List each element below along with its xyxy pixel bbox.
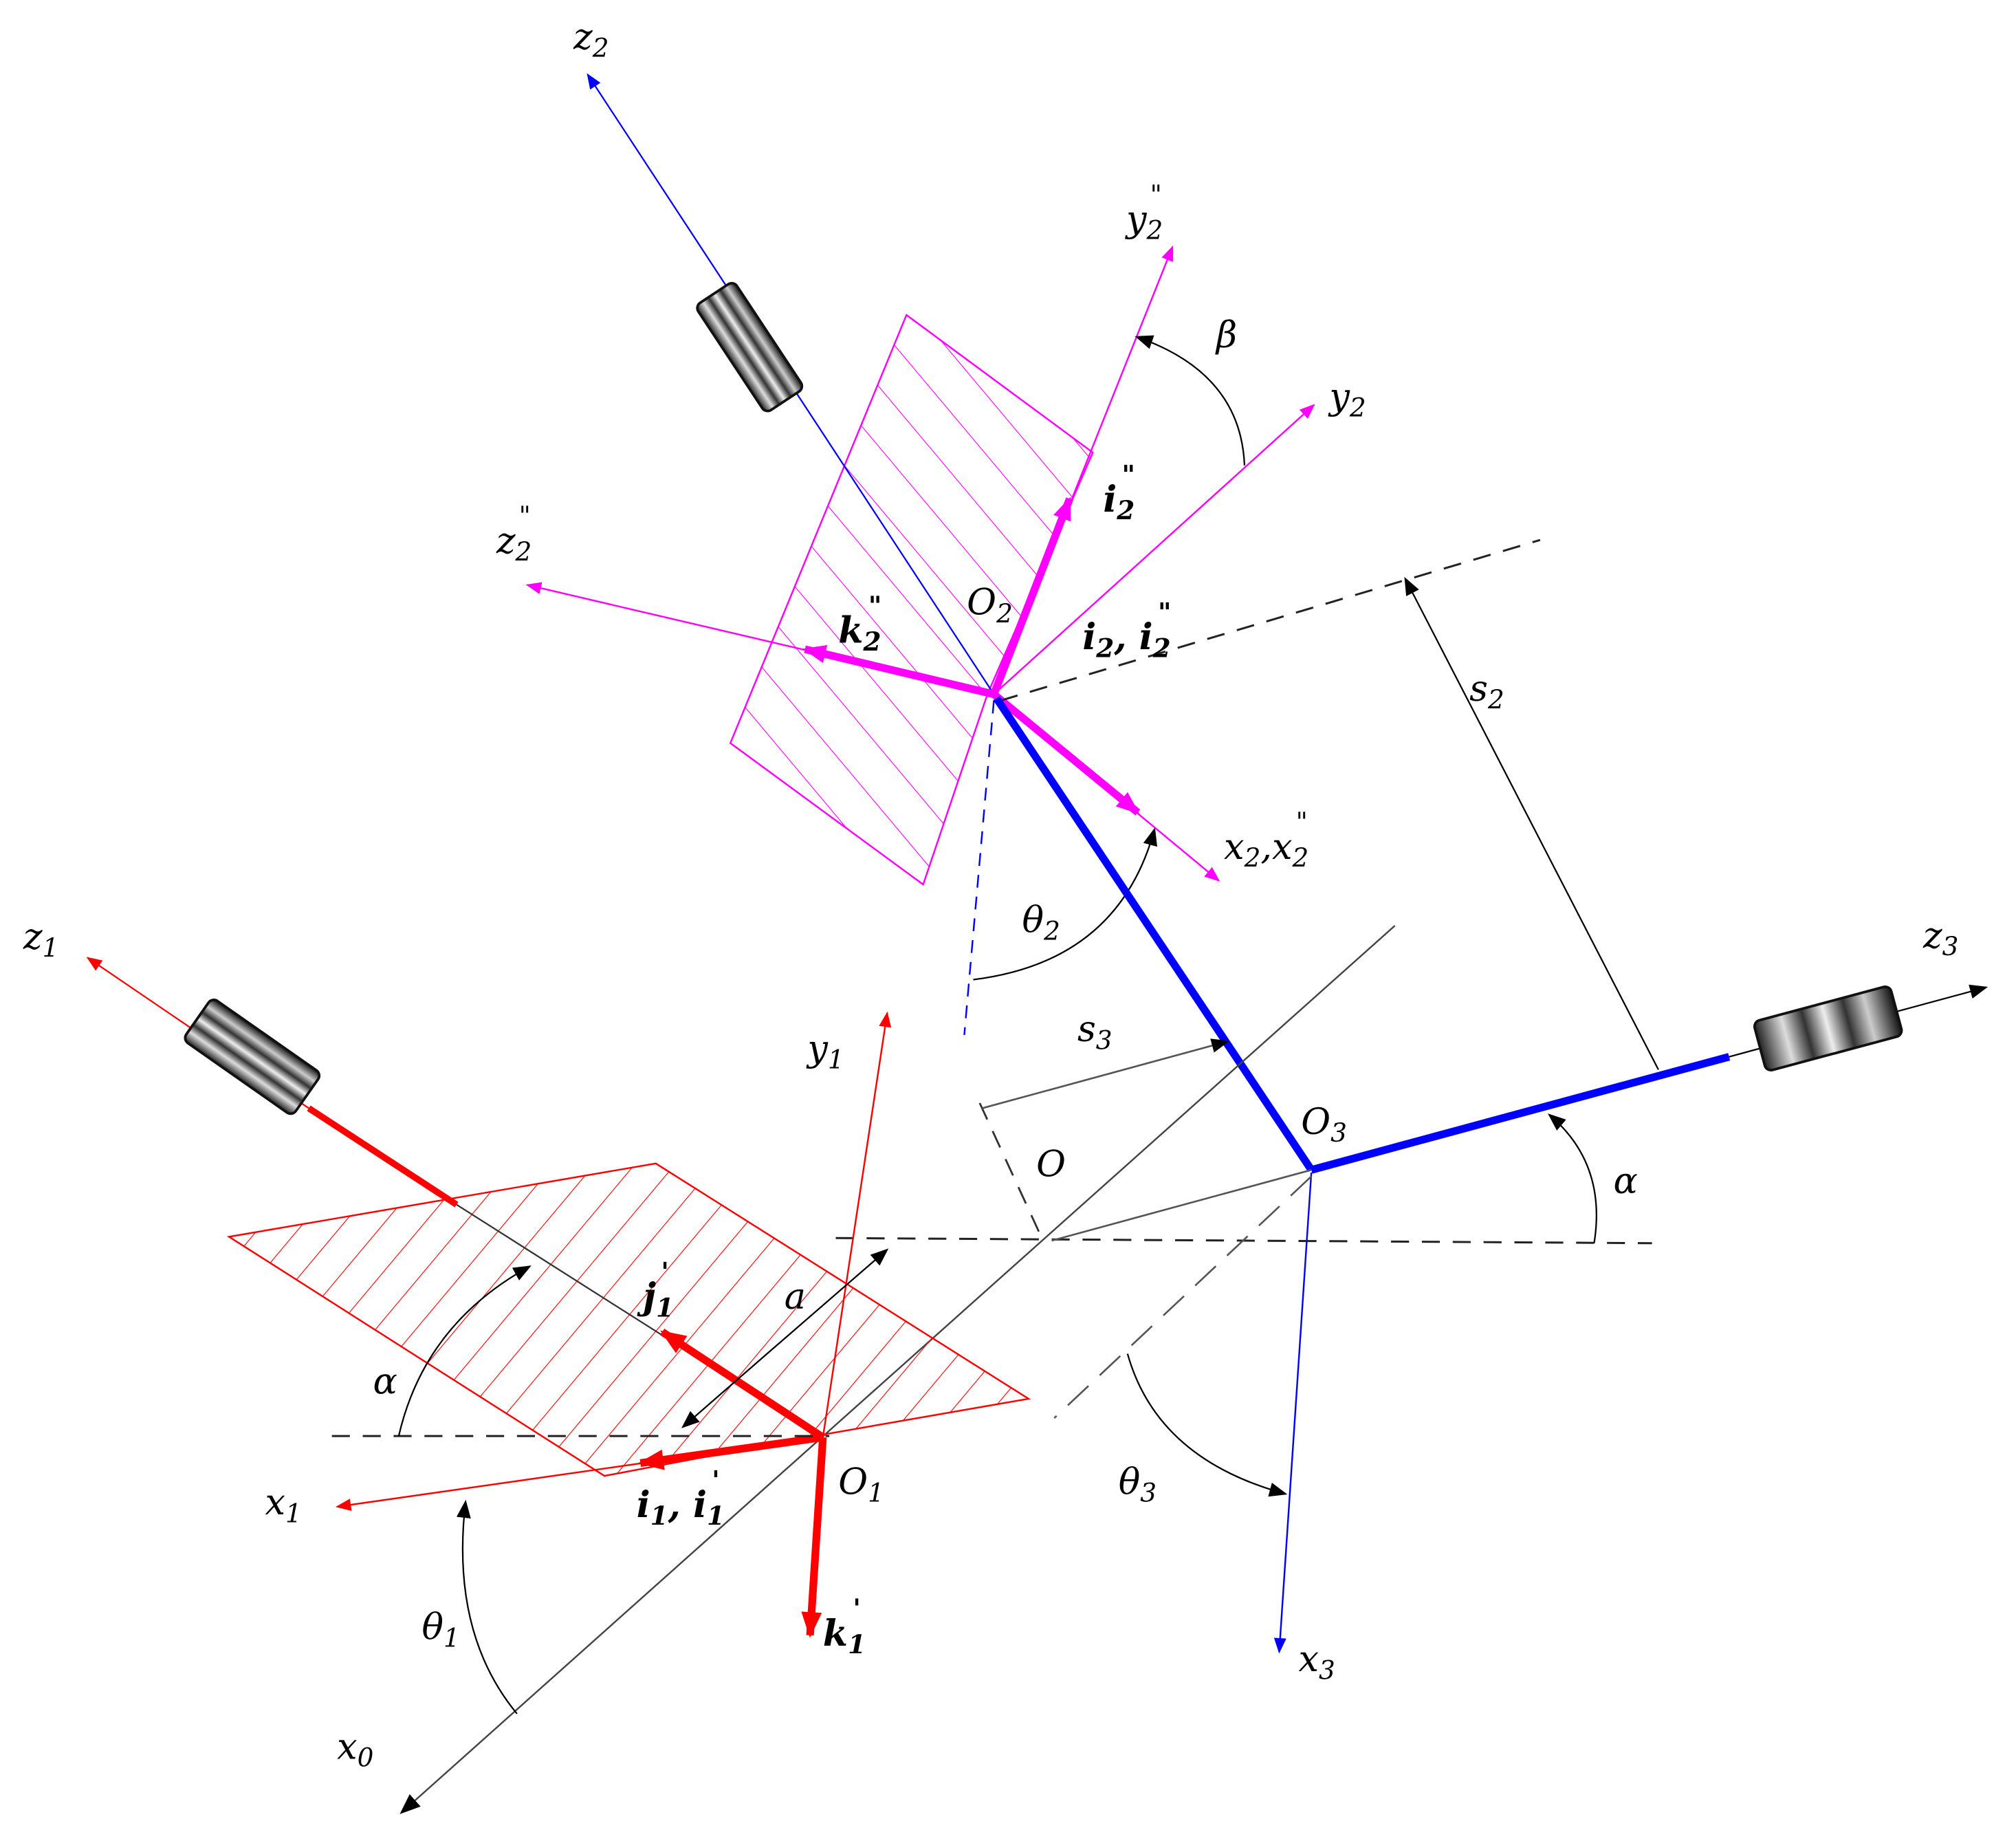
label-x1: x1	[265, 1481, 301, 1528]
svg-text:s3: s3	[1077, 1008, 1113, 1055]
k2pp-vector	[802, 644, 995, 698]
label-z2: z2	[573, 16, 609, 63]
svg-text:y2": y2"	[1125, 179, 1163, 245]
svg-text:θ1: θ1	[422, 1606, 460, 1653]
label-O3: O3	[1301, 1101, 1347, 1148]
label-s3: s3	[1077, 1008, 1113, 1055]
label-theta3: θ3	[1119, 1461, 1157, 1507]
svg-text:x2,x2": x2,x2"	[1224, 807, 1308, 873]
j1p-vector	[660, 1329, 825, 1441]
s2-dimension	[1404, 576, 1659, 1070]
svg-text:O1: O1	[838, 1461, 884, 1507]
svg-text:z1: z1	[23, 916, 58, 963]
svg-text:z2": z2"	[496, 501, 532, 567]
svg-text:i2, i2": i2, i2"	[1082, 597, 1171, 663]
label-y2pp: y2"	[1125, 179, 1163, 245]
svg-text:θ2: θ2	[1022, 899, 1060, 946]
svg-text:s2: s2	[1469, 668, 1504, 715]
svg-text:α: α	[373, 1360, 397, 1402]
svg-text:k2": k2"	[838, 591, 881, 657]
k1p-vector	[801, 1437, 827, 1638]
label-s2: s2	[1469, 668, 1504, 715]
svg-text:α: α	[1613, 1160, 1637, 1202]
label-theta2: θ2	[1022, 899, 1060, 946]
O3-diagonal-dashed	[1053, 1175, 1313, 1419]
svg-text:z2: z2	[573, 16, 609, 63]
label-x0: x0	[337, 1725, 373, 1772]
s2-reference-dashed	[1000, 538, 1541, 702]
svg-text:x0: x0	[337, 1725, 373, 1772]
svg-text:k1': k1'	[823, 1593, 866, 1659]
label-alpha-right: α	[1613, 1160, 1637, 1202]
svg-text:i2": i2"	[1103, 459, 1135, 525]
label-O: O	[1036, 1144, 1066, 1186]
label-y1: y1	[806, 1027, 844, 1074]
x3-axis	[1273, 1172, 1313, 1654]
label-i2-i2pp: i2, i2"	[1082, 597, 1171, 663]
i2-vector	[991, 691, 1141, 816]
label-z3: z3	[1922, 915, 1958, 961]
a-dimension-back	[681, 1349, 772, 1428]
theta1-arc	[456, 1499, 518, 1714]
label-x3: x3	[1298, 1638, 1335, 1685]
svg-text:x1: x1	[265, 1481, 301, 1528]
y2-axis	[993, 404, 1315, 695]
s3-dimension	[982, 1038, 1230, 1109]
svg-text:y2: y2	[1328, 375, 1366, 422]
alpha-left-arc	[397, 1265, 532, 1437]
frame1-plate	[226, 1162, 1031, 1477]
svg-text:O2: O2	[967, 582, 1013, 629]
svg-text:i1, i1': i1, i1'	[637, 1465, 725, 1531]
label-beta: β	[1215, 314, 1237, 356]
i1p-vector	[637, 1433, 824, 1470]
svg-text:θ3: θ3	[1119, 1461, 1157, 1507]
svg-text:a: a	[785, 1276, 806, 1318]
s3-extension-dashed	[978, 1102, 1040, 1232]
link-O3-z3	[1310, 1053, 1731, 1174]
label-i2pp: i2"	[1103, 459, 1135, 525]
label-y2: y2	[1328, 375, 1366, 422]
label-i1-i1p: i1, i1'	[637, 1465, 725, 1531]
theta2-reference-dashed	[963, 700, 995, 1035]
label-a: a	[785, 1276, 806, 1318]
y1-axis	[822, 1011, 892, 1438]
z1-axis-bold	[307, 1105, 459, 1208]
joint1-cylinder-icon	[184, 999, 321, 1115]
label-O2: O2	[967, 582, 1013, 629]
label-x2-x2pp: x2,x2"	[1224, 807, 1308, 873]
joint3-cylinder-icon	[1753, 985, 1903, 1072]
frame2-plate	[729, 314, 1094, 886]
svg-text:z3: z3	[1922, 915, 1958, 961]
link-O2-O3	[993, 695, 1315, 1173]
label-z1: z1	[23, 916, 58, 963]
i2pp-vector	[990, 497, 1073, 696]
label-theta1: θ1	[422, 1606, 460, 1653]
svg-text:O: O	[1036, 1144, 1066, 1186]
label-k1p: k1'	[823, 1593, 866, 1659]
a-dimension	[771, 1248, 889, 1351]
label-alpha-left: α	[373, 1360, 397, 1402]
alpha-right-arc	[1548, 1113, 1597, 1243]
label-z2pp: z2"	[496, 501, 532, 567]
theta3-arc	[1126, 1353, 1288, 1497]
label-O1: O1	[838, 1461, 884, 1507]
theta2-arc	[973, 827, 1158, 981]
svg-text:x3: x3	[1298, 1638, 1335, 1685]
beta-arc	[1135, 335, 1246, 466]
svg-text:O3: O3	[1301, 1101, 1347, 1148]
svg-text:y1: y1	[806, 1027, 844, 1074]
svg-text:β: β	[1215, 314, 1237, 356]
joint2-cylinder-icon	[696, 281, 804, 413]
label-k2pp: k2"	[838, 591, 881, 657]
O-to-O3-line	[1051, 1168, 1312, 1242]
